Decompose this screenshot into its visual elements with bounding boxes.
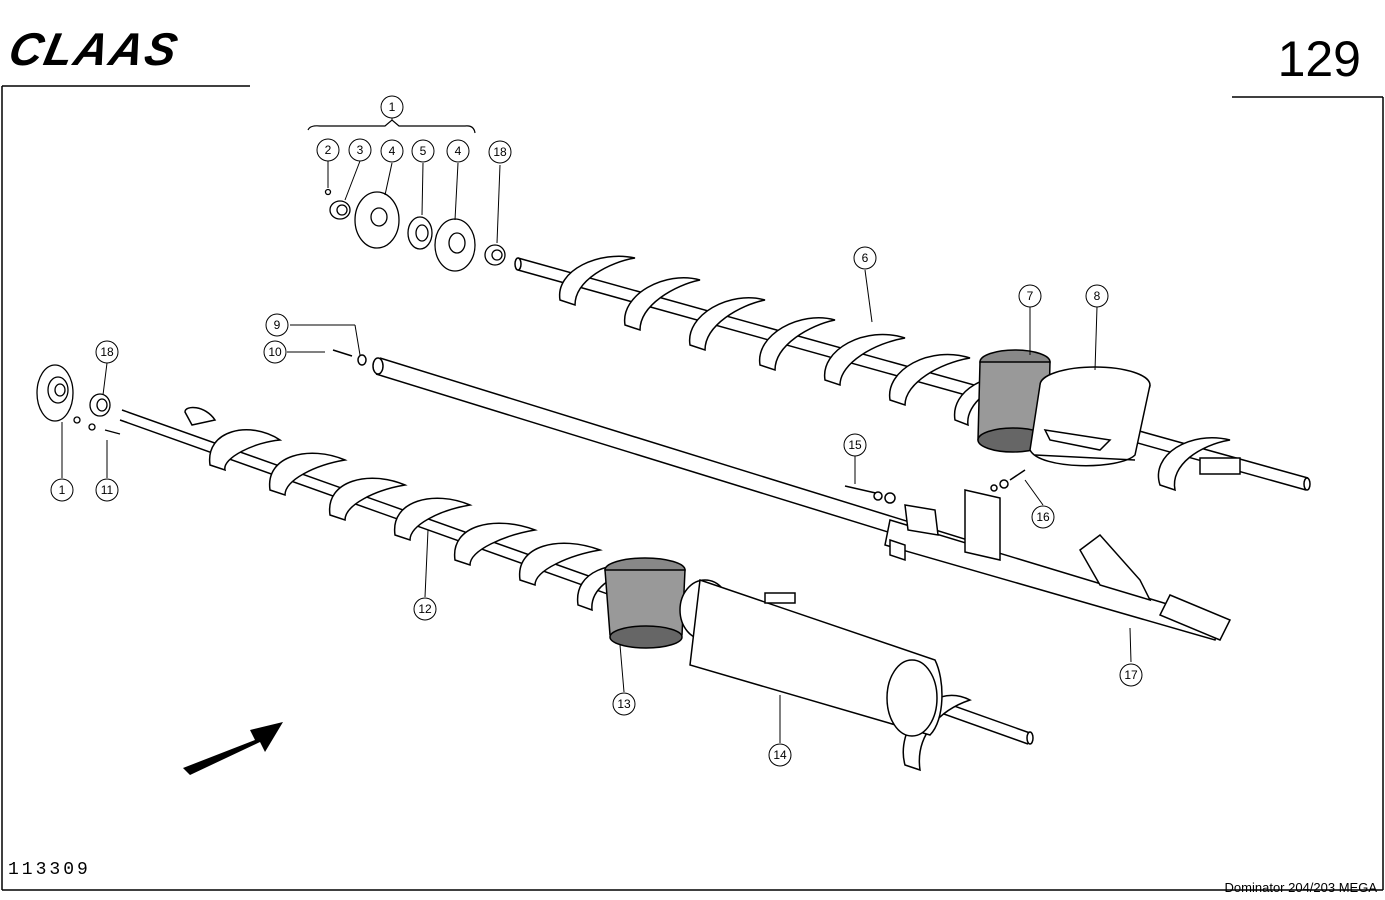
- lower-bearing-parts: [36, 364, 121, 435]
- callout-14: 14: [768, 743, 792, 767]
- svg-text:1: 1: [59, 483, 66, 497]
- callout-8: 8: [1085, 284, 1109, 308]
- upper-bearing-parts: [324, 188, 506, 272]
- drawing-number: 113309: [8, 860, 91, 880]
- callout-2: 2: [316, 138, 340, 162]
- model-caption: Dominator 204/203 MEGA: [1224, 880, 1377, 895]
- upper-auger-flights: [559, 255, 1231, 492]
- callout-18-lower: 18: [95, 340, 119, 364]
- callout-1-lower: 1: [50, 478, 74, 502]
- callout-4: 4: [380, 139, 404, 163]
- callout-6: 6: [853, 246, 877, 270]
- lower-wear-band: [604, 557, 686, 649]
- callout-5: 5: [411, 139, 435, 163]
- direction-arrow: [183, 722, 283, 775]
- frame: [1, 85, 1384, 891]
- callout-10: 10: [263, 340, 287, 364]
- svg-text:10: 10: [268, 345, 282, 359]
- callout-9: 9: [265, 313, 289, 337]
- callout-4b: 4: [446, 139, 470, 163]
- svg-text:14: 14: [773, 748, 787, 762]
- callout-7: 7: [1018, 284, 1042, 308]
- svg-text:18: 18: [100, 345, 114, 359]
- frame-tube: [844, 469, 1232, 641]
- svg-text:4: 4: [389, 144, 396, 158]
- svg-text:1: 1: [389, 100, 396, 114]
- svg-text:8: 8: [1094, 289, 1101, 303]
- callout-3: 3: [348, 138, 372, 162]
- upper-auger: [514, 255, 1311, 492]
- svg-text:3: 3: [357, 143, 364, 157]
- svg-text:11: 11: [101, 483, 114, 497]
- lower-auger-flights: [184, 406, 972, 772]
- callout-13: 13: [612, 692, 636, 716]
- callout-17: 17: [1119, 663, 1143, 687]
- svg-text:7: 7: [1027, 289, 1034, 303]
- svg-text:4: 4: [455, 144, 462, 158]
- svg-text:18: 18: [493, 145, 507, 159]
- svg-text:13: 13: [617, 697, 631, 711]
- callout-18-upper: 18: [488, 140, 512, 164]
- svg-text:5: 5: [420, 144, 427, 158]
- lower-auger-tube: [679, 578, 943, 737]
- callout-1: 1: [380, 95, 404, 119]
- callout-16: 16: [1031, 505, 1055, 529]
- svg-text:16: 16: [1036, 510, 1050, 524]
- group-bracket: [307, 119, 476, 134]
- svg-text:9: 9: [274, 318, 281, 332]
- brand-logo: CLAAS: [4, 23, 184, 75]
- svg-text:2: 2: [325, 143, 332, 157]
- upper-auger-tube: [1029, 366, 1151, 467]
- callout-12: 12: [413, 597, 437, 621]
- svg-text:15: 15: [848, 438, 862, 452]
- lower-auger: [119, 406, 1034, 772]
- svg-text:17: 17: [1124, 668, 1138, 682]
- callout-11: 11: [95, 478, 119, 502]
- svg-text:12: 12: [418, 602, 432, 616]
- callout-15: 15: [843, 433, 867, 457]
- svg-text:6: 6: [862, 251, 869, 265]
- page-number: 129: [1277, 31, 1361, 87]
